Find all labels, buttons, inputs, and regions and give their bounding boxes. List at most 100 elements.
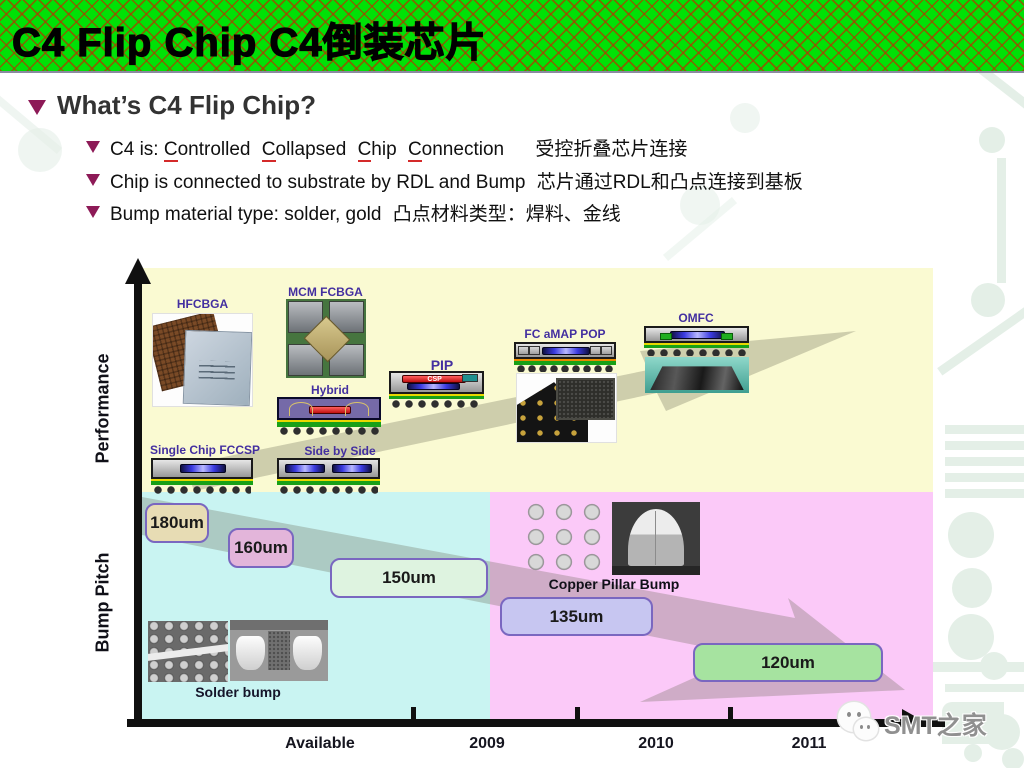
solder-bump-cross-section-photo <box>230 620 328 681</box>
watermark-text: SMT之家 <box>884 712 987 740</box>
pitch-label: 120um <box>761 652 815 672</box>
pitch-box-135um: 135um <box>500 597 653 636</box>
sem-caption-bar <box>612 566 700 575</box>
package-label-pip: PIP <box>430 357 454 373</box>
x-axis-label-2010: 2010 <box>638 735 674 752</box>
y-axis-arrowhead-icon <box>125 258 151 284</box>
package-substrate <box>151 478 253 485</box>
hfcbga-chip-markings <box>198 360 235 381</box>
package-label-side-by-side: Side by Side <box>304 444 376 458</box>
bullet2-english: Chip is connected to substrate by RDL an… <box>110 172 526 193</box>
pitch-label: 160um <box>234 538 288 557</box>
y-axis-label-performance: Performance <box>92 353 113 464</box>
package-mold <box>277 458 380 479</box>
solder-balls <box>516 365 614 372</box>
bullet1-word: Controlled <box>163 139 251 162</box>
y-axis-label-bump-pitch: Bump Pitch <box>92 552 113 653</box>
x-axis-tick <box>575 707 580 720</box>
pitch-box-160um: 160um <box>228 528 294 568</box>
triangle-bullet-icon <box>28 100 46 115</box>
bullet1-word: Connection <box>407 139 505 162</box>
pitch-box-180um: 180um <box>145 503 209 543</box>
bullet-item-1: C4 is: Controlled Collapsed Chip Connect… <box>110 134 688 162</box>
circuit-pattern-stripe <box>945 457 1024 466</box>
pitch-label: 150um <box>382 568 436 587</box>
x-axis <box>127 719 945 727</box>
package-substrate <box>277 420 381 427</box>
circuit-pattern-stripe <box>945 425 1024 434</box>
bullet-item-2: Chip is connected to substrate by RDL an… <box>110 167 803 194</box>
package-substrate <box>277 478 380 485</box>
bubble-eye <box>847 712 851 717</box>
y-axis <box>134 272 142 722</box>
slide-header-banner: C4 Flip Chip C4倒装芯片 <box>0 0 1024 73</box>
copper-pillar-caption: Copper Pillar Bump <box>548 576 680 592</box>
package-label-hybrid: Hybrid <box>310 383 349 397</box>
x-axis-label-2011: 2011 <box>791 735 827 752</box>
solder-balls <box>390 400 483 408</box>
triangle-bullet-icon <box>86 141 100 153</box>
package-label-mcm-fcbga: MCM FCBGA <box>288 285 363 299</box>
side-by-side-package-diagram <box>277 458 380 496</box>
chip-die <box>407 382 461 391</box>
package-substrate <box>514 358 616 365</box>
pitch-label: 135um <box>549 606 604 626</box>
bullet1-prefix: C4 is: <box>110 139 164 160</box>
bullet1-word: Chip <box>357 139 397 162</box>
solder-balls <box>153 485 251 496</box>
bullet2-chinese: 芯片通过RDL和凸点连接到基板 <box>536 172 803 193</box>
omfc-chip-image <box>650 366 744 391</box>
fccsp-package-diagram <box>151 458 253 496</box>
chip-die <box>670 331 725 339</box>
pitch-label: 180um <box>150 513 204 532</box>
edge-block <box>590 346 602 356</box>
circuit-pattern-pad <box>979 127 1005 153</box>
solder-bump-array-photo <box>148 621 228 682</box>
circuit-pattern-stripe <box>945 441 1024 450</box>
solder-balls <box>279 427 379 437</box>
package-mold <box>644 326 749 343</box>
circuit-pattern-pad <box>964 744 982 762</box>
pitch-box-150um: 150um <box>330 558 488 598</box>
triangle-bullet-icon <box>86 206 100 218</box>
bullet1-chinese: 受控折叠芯片连接 <box>535 139 688 160</box>
wechat-bubble-icon <box>854 718 878 740</box>
pip-package-diagram: CSP <box>389 371 484 408</box>
circuit-pattern-pad <box>984 714 1020 750</box>
solder-bump-image <box>292 635 323 671</box>
stacked-die <box>461 374 479 382</box>
bond-wire <box>289 402 313 417</box>
x-axis-label-2009: 2009 <box>469 735 505 752</box>
solder-balls <box>279 485 378 496</box>
circuit-pattern-stripe <box>945 489 1024 498</box>
package-label-hfcbga: HFCBGA <box>176 297 229 311</box>
package-substrate <box>389 393 484 400</box>
hfcbga-chip-image <box>182 330 252 406</box>
mcm-die-image <box>287 344 324 377</box>
bullet3-chinese: 凸点材料类型：焊料、金线 <box>392 204 621 225</box>
slide-title: C4 Flip Chip C4倒装芯片 <box>11 20 487 65</box>
hfcbga-photo <box>153 314 252 406</box>
watermark: SMT之家 <box>832 696 1017 746</box>
circuit-pattern-trace <box>997 158 1006 283</box>
edge-block <box>528 346 540 356</box>
mcm-fcbga-photo <box>286 299 366 378</box>
package-mold <box>277 397 381 421</box>
package-label-single-chip-fccsp: Single Chip FCCSP <box>150 443 261 457</box>
edge-block <box>517 346 529 356</box>
package-mold: CSP <box>389 371 484 394</box>
x-axis-label-available: Available <box>285 735 355 752</box>
circuit-pattern-pad <box>971 283 1005 317</box>
pitch-box-120um: 120um <box>693 643 883 682</box>
solder-bump-image <box>235 635 266 671</box>
chip-die <box>332 464 373 474</box>
omfc-photo <box>645 357 749 393</box>
circuit-pattern-pad <box>980 652 1008 680</box>
bga-package-image <box>555 378 616 421</box>
bullet3-english: Bump material type: solder, gold <box>110 204 382 225</box>
bubble-eye <box>867 725 870 729</box>
circuit-pattern-pad <box>948 512 994 558</box>
triangle-bullet-icon <box>86 174 100 186</box>
bubble-eye <box>857 712 861 717</box>
bullet-heading: What’s C4 Flip Chip? <box>57 90 317 120</box>
